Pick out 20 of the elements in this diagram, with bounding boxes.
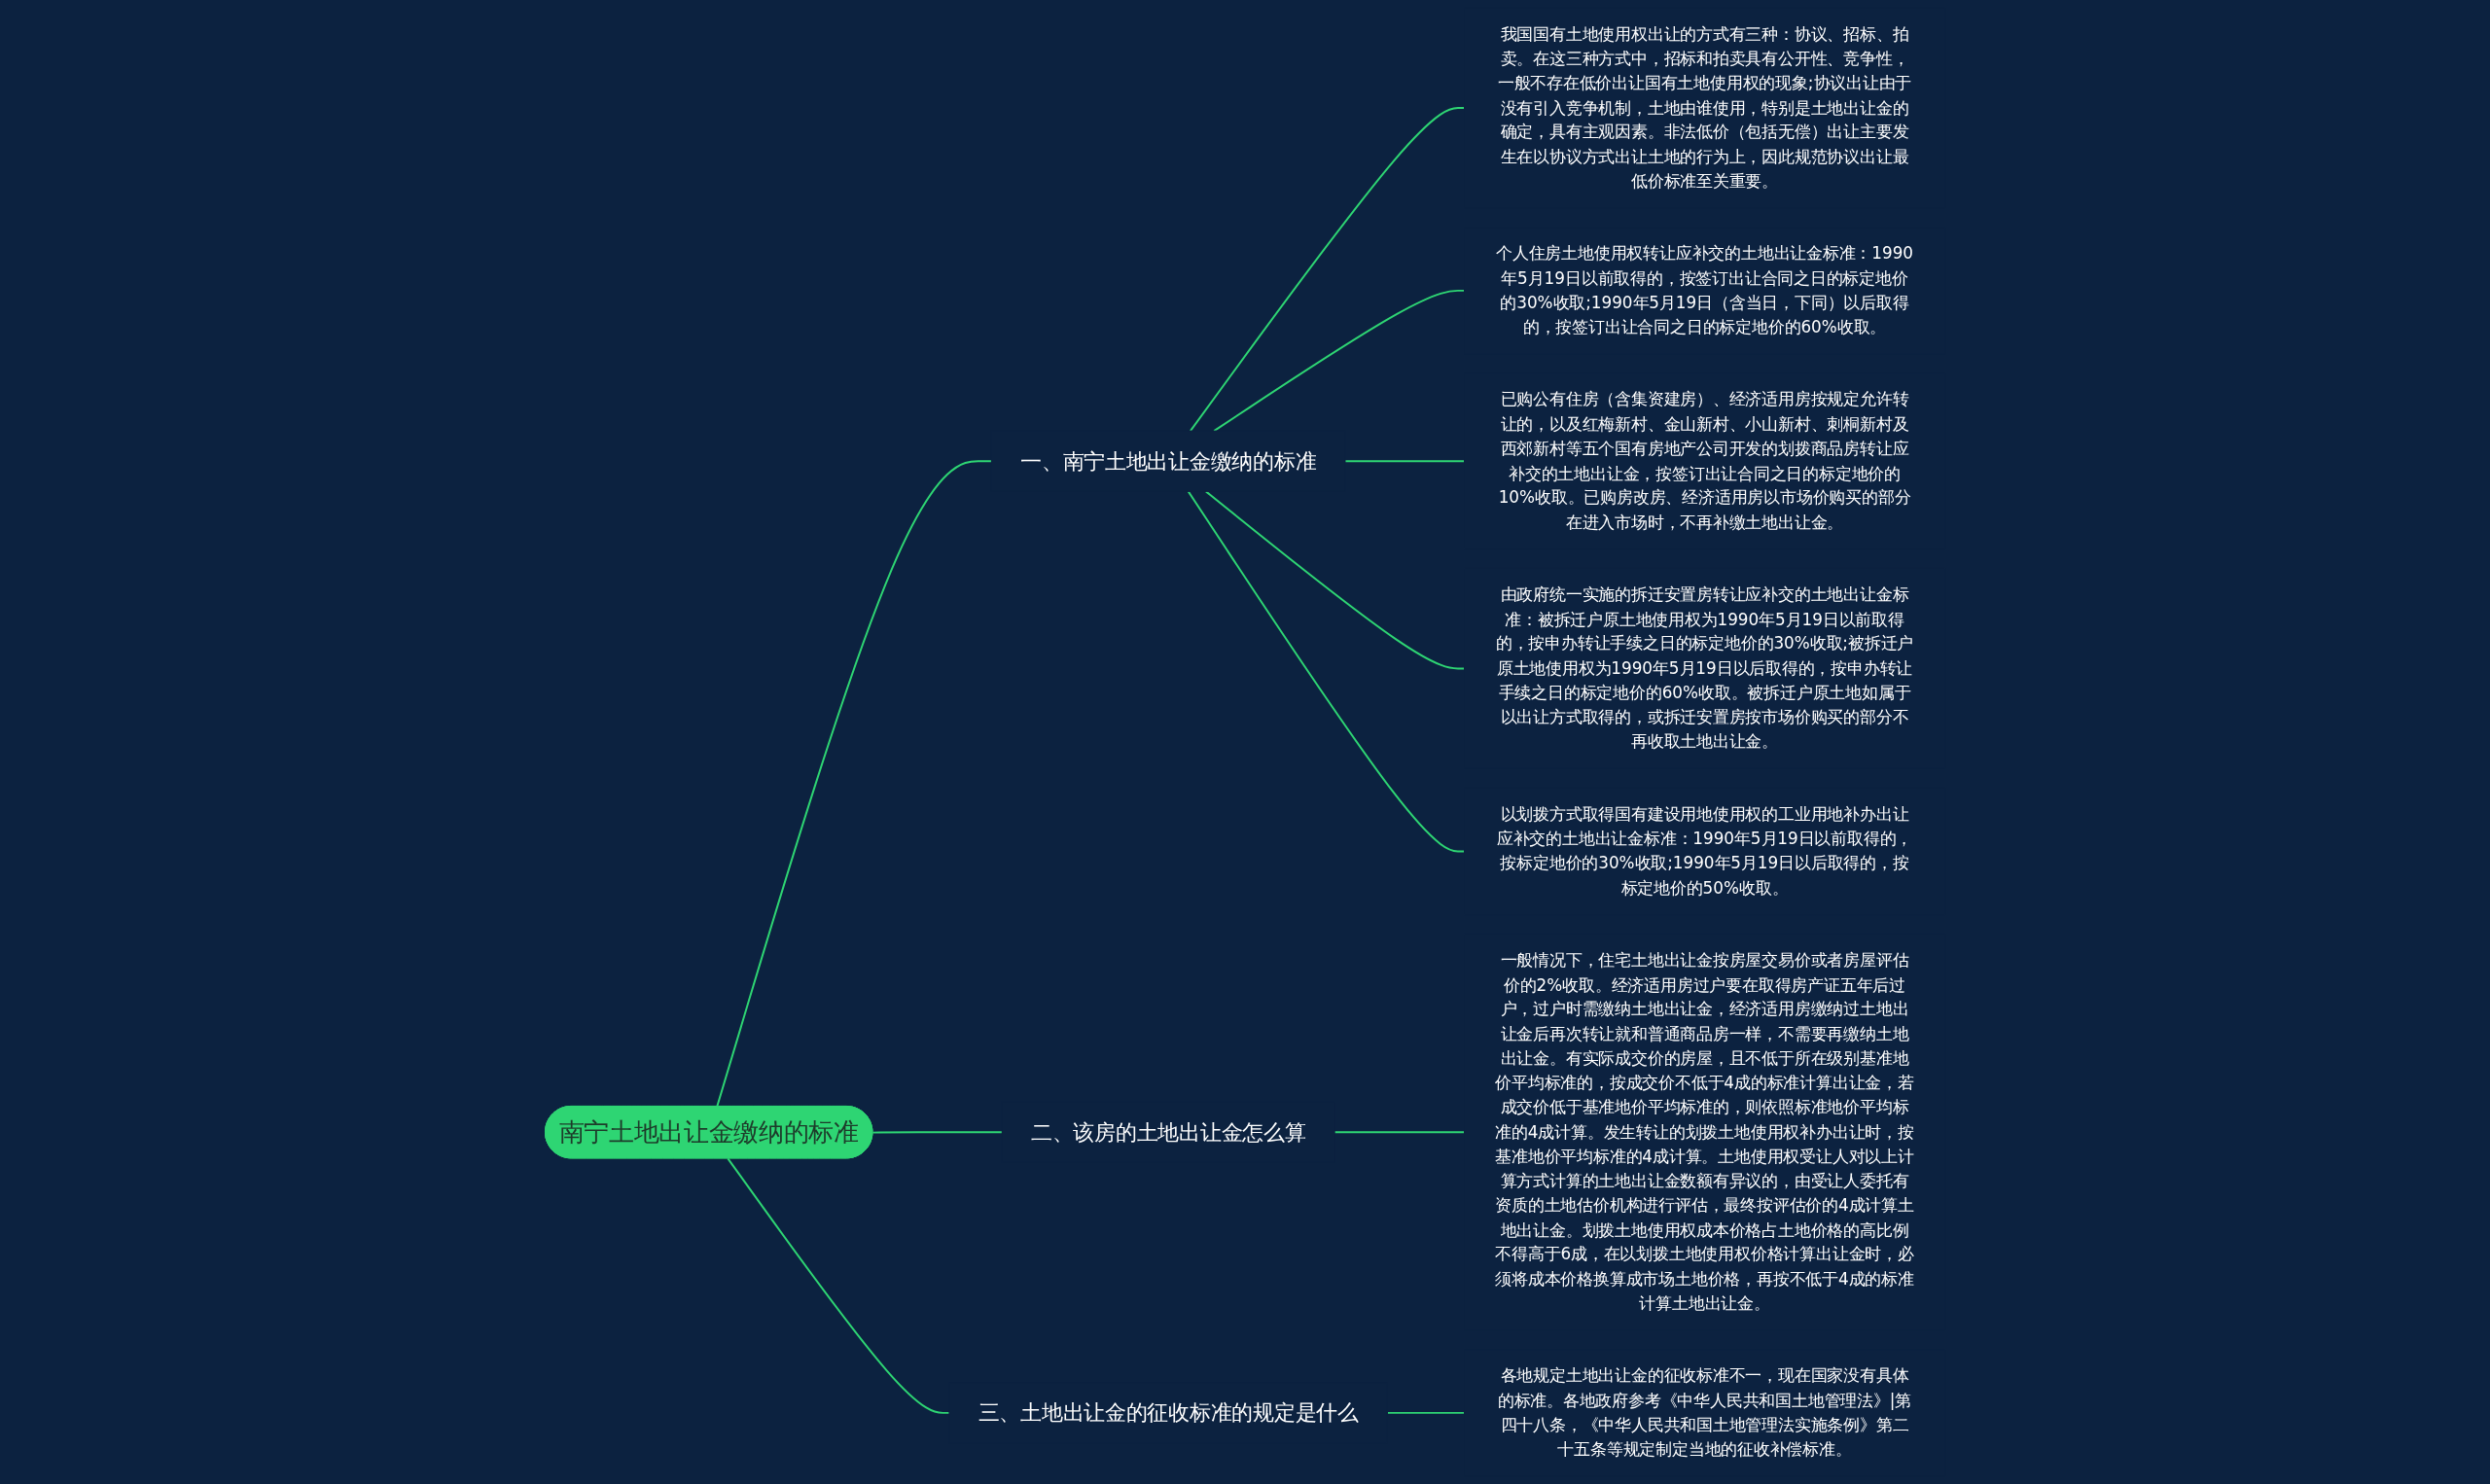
connector	[1334, 1131, 1466, 1134]
node-text: 以划拨方式取得国有建设用地使用权的工业用地补办出让应补交的土地出让金标准：1990年5月19日以前取得的，按标定地价的30%收取;1990年5月19日以后取得的，按标定地价的50%收取。	[1496, 803, 1913, 898]
connector	[1344, 460, 1466, 463]
node-text: 各地规定土地出让金的征收标准不一，现在国家没有具体的标准。各地政府参考《中华人民共和国土地管理法》|第四十八条，《中华人民共和国土地管理法实施条例》第二十五条等规定制定当地的征收补偿标准。	[1497, 1365, 1912, 1459]
node-text: 一般情况下，住宅土地出让金按房屋交易价或者房屋评估价的2%收取。经济适用房过户要在取得房产证五年后过户，过户时需缴纳土地出让金，经济适用房缴纳过土地出让金后再次转让就和普通商品房一样，不需要再缴纳土地出让金。有实际成交价的房屋，且不低于所在级别基准地价平均标准的，按成交价不低于4成的标准计算出让金，若成交价低于基准地价平均标准的，则依照标准地价平均标准的4成计算。发生转让的划拨土地使用权补办出让时，按基准地价平均标准的4成计算。土地使用权受让人对以上计算方式计算的土地出让金数额有异议的，由受让人委托有资质的土地估价机构进行评估，最终按评估价的4成计算土地出让金。划拨土地使用权成本价格占土地价格的高比例不得高于6成，在以划拨土地使用权价格计算出让金时，必须将成本价格换算成市场土地价格，再按不低于4成的标准计算土地出让金。	[1495, 950, 1914, 1313]
connector	[727, 1157, 950, 1414]
node-text: 一、南宁土地出让金缴纳的标准	[1020, 448, 1317, 474]
node-text: 已购公有住房（含集资建房）、经济适用房按规定允许转让的，以及红梅新村、金山新村、小山新村、刺桐新村及西郊新村等五个国有房地产公司开发的划拨商品房转让应补交的土地出让金，按签订出让合同之日的标定地价的10%收取。已购房改房、经济适用房以市场价购买的部分在进入市场时，不再补缴土地出让金。	[1498, 389, 1911, 532]
connector	[1213, 289, 1466, 433]
node-text: 二、该房的土地出让金怎么算	[1030, 1119, 1306, 1145]
node-text: 由政府统一实施的拆迁安置房转让应补交的土地出让金标准：被拆迁户原土地使用权为1990年5月19日以前取得的，按申办转让手续之日的标定地价的30%收取;被拆迁户原土地使用权为1990年5月19日以后取得的，按申办转让手续之日的标定地价的60%收取。被拆迁户原土地如属于以出让方式取得的，或拆迁安置房按市场价购买的部分不再收取土地出让金。	[1495, 584, 1914, 752]
node-text: 个人住房土地使用权转让应补交的土地出让金标准：1990年5月19日以前取得的，按签订出让合同之日的标定地价的30%收取;1990年5月19日（含当日，下同）以后取得的，按签订出让合同之日的标定地价的60%收取。	[1495, 243, 1914, 336]
connector	[1187, 490, 1466, 853]
node-text: 我国国有土地使用权出让的方式有三种：协议、招标、拍卖。在这三种方式中，招标和拍卖具有公开性、竞争性，一般不存在低价出让国有土地使用权的现象;协议出让由于没有引入竞争机制，土地由谁使用，特别是土地出让金的确定，具有主观因素。非法低价（包括无偿）出让主要发生在以协议方式出让土地的行为上，因此规范协议出让最低价标准至关重要。	[1497, 23, 1912, 191]
connector	[1386, 1411, 1466, 1414]
connector	[1189, 106, 1466, 433]
node-text: 三、土地出让金的征收标准的规定是什么	[978, 1400, 1359, 1426]
connector	[716, 460, 993, 1108]
connector	[872, 1131, 1004, 1134]
connector	[1204, 490, 1466, 670]
